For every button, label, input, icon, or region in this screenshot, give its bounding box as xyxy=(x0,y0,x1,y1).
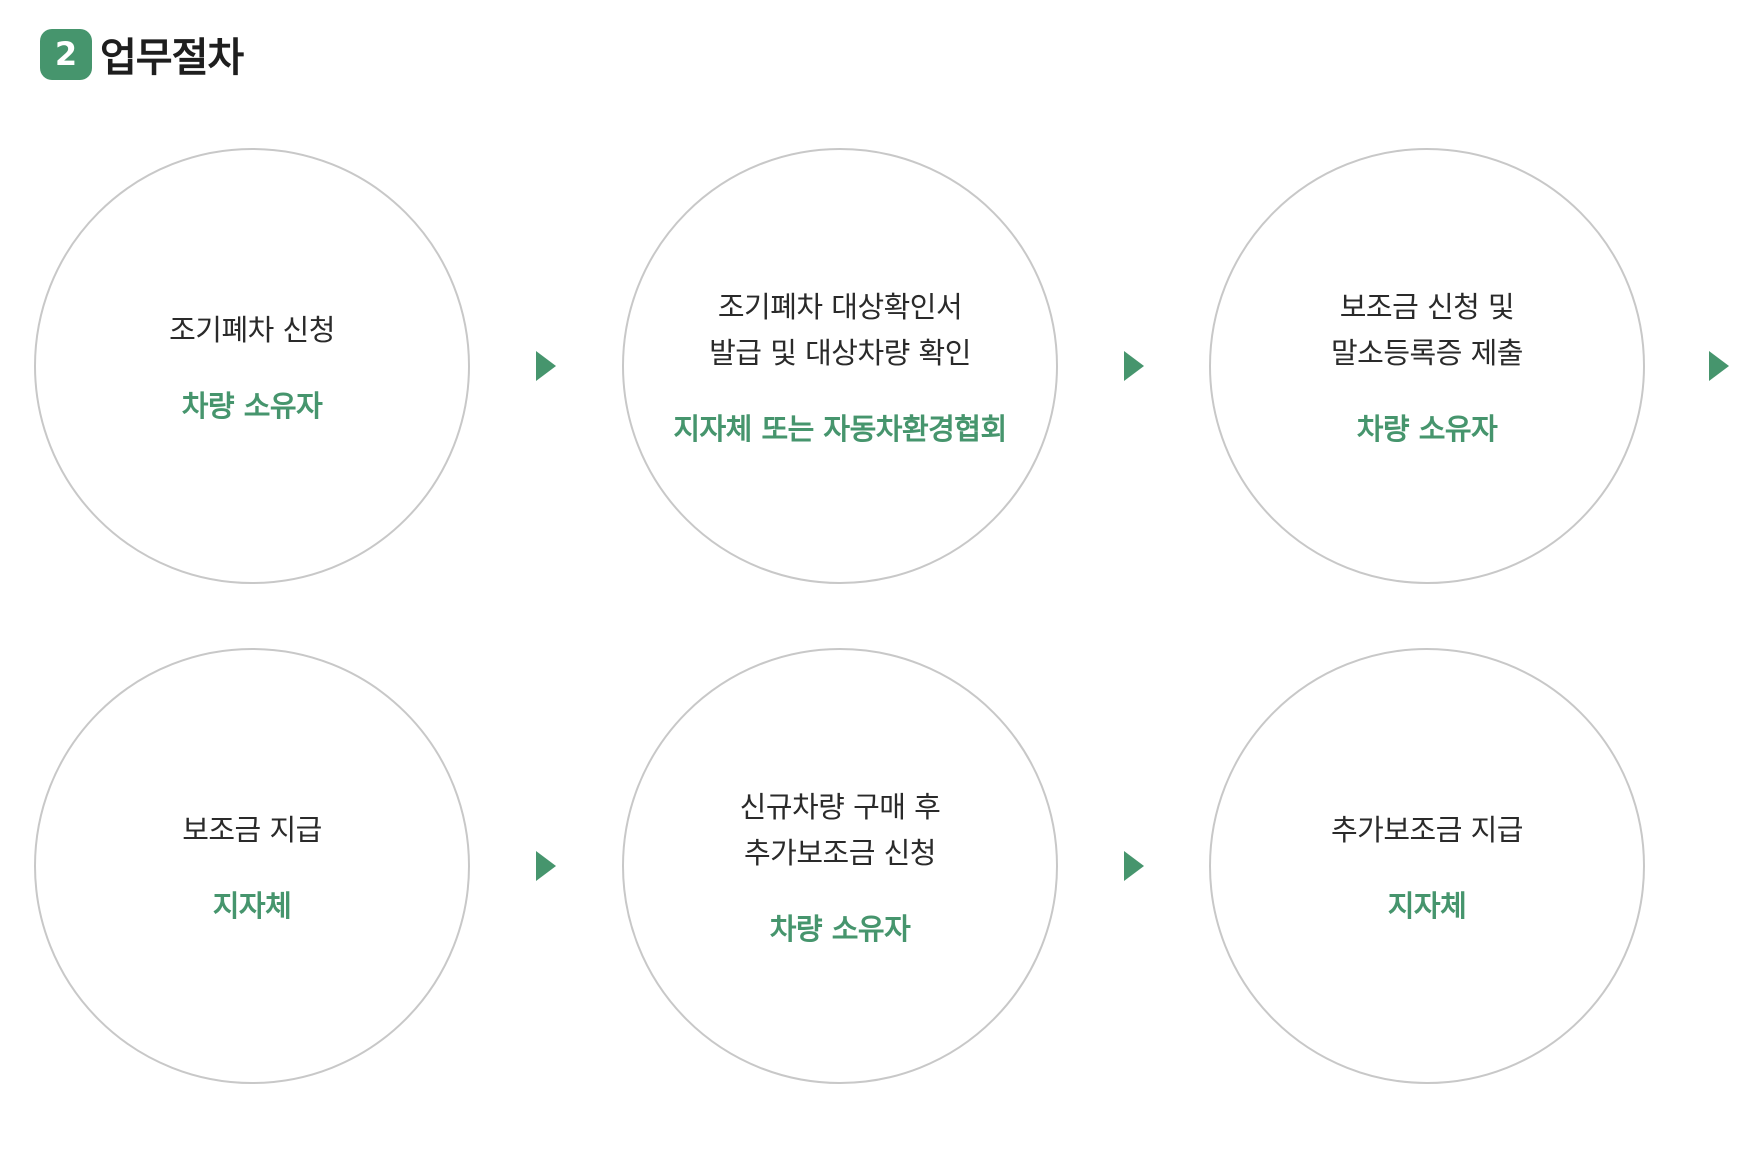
process-step-1: 조기폐차 신청 차량 소유자 xyxy=(34,148,470,584)
process-step-4: 보조금 지급 지자체 xyxy=(34,648,470,1084)
process-step-3: 보조금 신청 및 말소등록증 제출 차량 소유자 xyxy=(1209,148,1645,584)
step-actor: 지자체 xyxy=(212,889,292,923)
process-step-5: 신규차량 구매 후 추가보조금 신청 차량 소유자 xyxy=(622,648,1058,1084)
arrow-right-icon xyxy=(536,351,556,381)
step-description: 보조금 지급 xyxy=(182,813,322,847)
step-description: 신규차량 구매 후 추가보조금 신청 xyxy=(739,790,941,870)
arrow-right-icon xyxy=(1124,351,1144,381)
step-description: 조기폐차 대상확인서 발급 및 대상차량 확인 xyxy=(709,290,971,370)
step-actor: 지자체 xyxy=(1387,889,1467,923)
step-description: 조기폐차 신청 xyxy=(169,313,335,347)
section-title: 업무절차 xyxy=(100,35,244,81)
arrow-right-icon xyxy=(536,851,556,881)
step-actor: 차량 소유자 xyxy=(181,389,323,423)
arrow-right-icon xyxy=(1709,351,1729,381)
arrow-right-icon xyxy=(1124,851,1144,881)
step-description: 추가보조금 지급 xyxy=(1331,813,1523,847)
process-step-6: 추가보조금 지급 지자체 xyxy=(1209,648,1645,1084)
step-number-badge: 2 xyxy=(40,28,92,80)
step-actor: 차량 소유자 xyxy=(769,912,911,946)
step-description: 보조금 신청 및 말소등록증 제출 xyxy=(1331,290,1523,370)
process-step-2: 조기폐차 대상확인서 발급 및 대상차량 확인 지자체 또는 자동차환경협회 xyxy=(622,148,1058,584)
step-actor: 차량 소유자 xyxy=(1356,412,1498,446)
section-header: 2 업무절차 xyxy=(40,28,244,81)
step-actor: 지자체 또는 자동차환경협회 xyxy=(673,412,1007,446)
